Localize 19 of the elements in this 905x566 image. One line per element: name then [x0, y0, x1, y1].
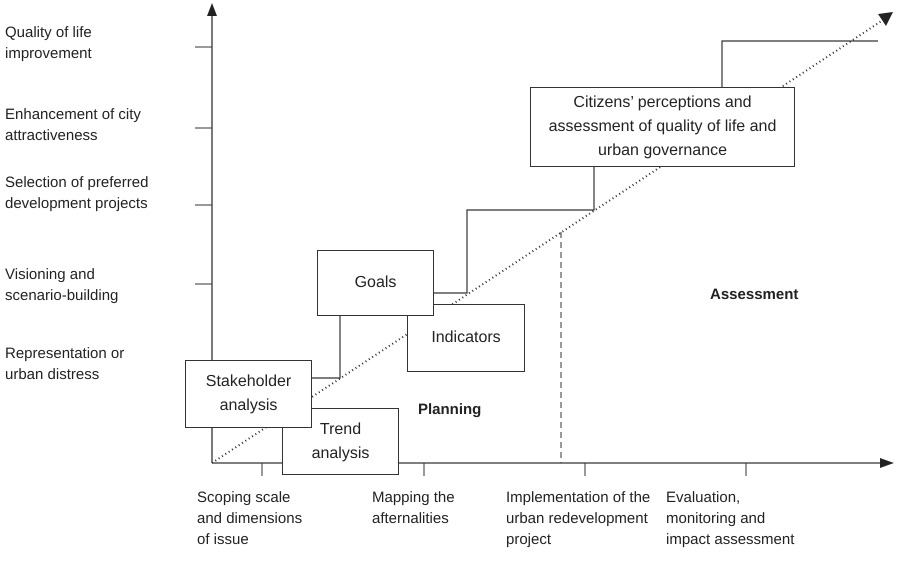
axis-label: Quality of life improvement: [5, 23, 93, 64]
connector-line: [721, 40, 878, 87]
axis-label: Scoping scale and dimensions of issue: [197, 488, 304, 550]
phase-label: Assessment: [710, 285, 798, 305]
process-box: Citizens’ perceptions and assessment of quality of life and urban governance: [530, 87, 795, 167]
axis-label: Representation or urban distress: [5, 344, 126, 385]
axis-label: Visioning and scenario-building: [5, 265, 120, 306]
axis-label: Selection of preferred development projects: [5, 173, 150, 214]
axis-label: Mapping the afternalities: [372, 488, 456, 529]
process-box: Goals: [317, 250, 434, 316]
axis-label: Evaluation, monitoring and impact assessment: [666, 488, 796, 550]
connector-line: [434, 167, 595, 294]
process-box: Indicators: [407, 304, 525, 372]
axis-label: Implementation of the urban redevelopment project: [506, 488, 652, 550]
phase-label: Planning: [418, 400, 482, 420]
process-box: Stakeholder analysis: [185, 360, 312, 428]
connector-line: [312, 316, 341, 379]
axis-label: Enhancement of city attractiveness: [5, 105, 142, 146]
process-box: Trend analysis: [282, 408, 399, 475]
